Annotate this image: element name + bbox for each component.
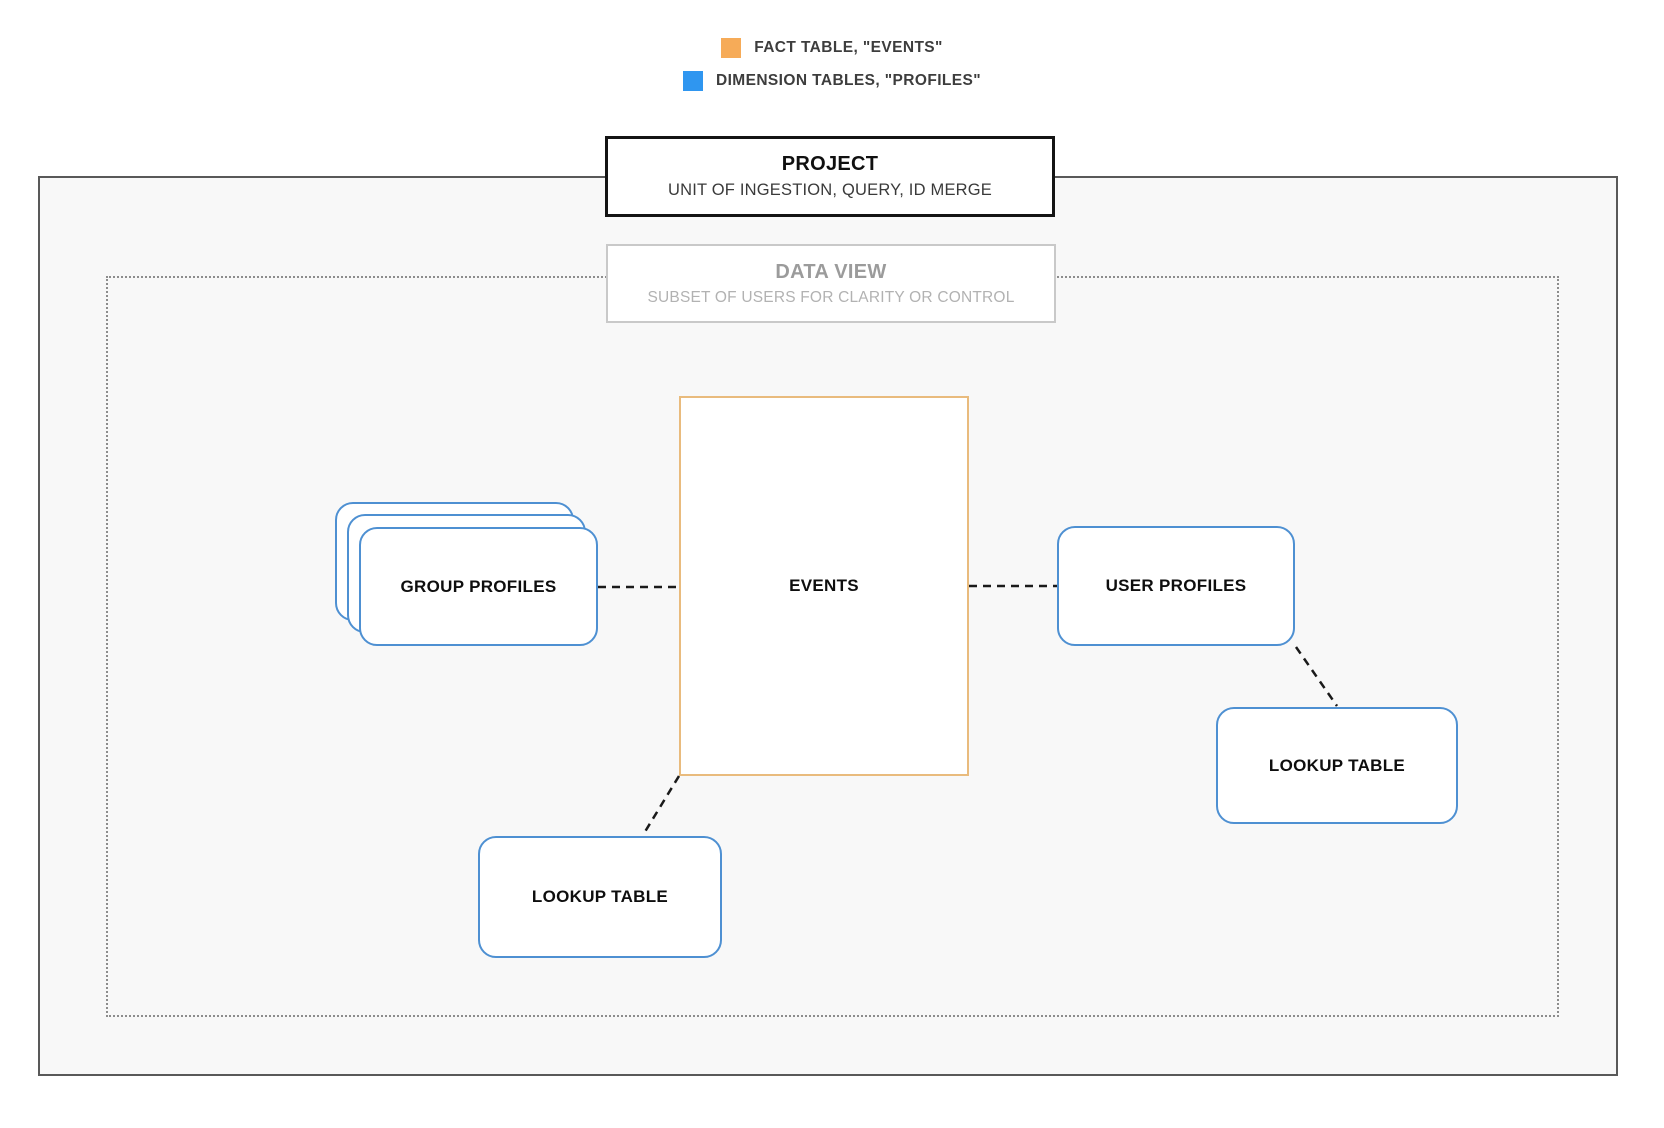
connector-events-lookup-table: [641, 775, 681, 836]
dimension-tables-swatch-icon: [682, 71, 703, 91]
connector-user-profiles-lookup-table: [1294, 646, 1339, 707]
node-events: EVENTS: [679, 396, 969, 776]
node-events-label: EVENTS: [789, 576, 859, 595]
project-title: PROJECT: [781, 153, 879, 175]
node-lookup-table-bottom: LOOKUP TABLE: [478, 836, 722, 958]
node-lookup-table-right-label: LOOKUP TABLE: [1268, 755, 1406, 775]
legend-label-dimension-tables: DIMENSION TABLES, "PROFILES": [715, 72, 981, 89]
node-group-profiles: GROUP PROFILES: [335, 502, 599, 647]
legend: FACT TABLE, "EVENTS" DIMENSION TABLES, "…: [0, 38, 1664, 91]
data-view-subtitle: SUBSET OF USERS FOR CLARITY OR CONTROL: [647, 288, 1015, 306]
node-user-profiles-label: USER PROFILES: [1105, 576, 1247, 595]
data-view-header-box: DATA VIEW SUBSET OF USERS FOR CLARITY OR…: [606, 244, 1056, 323]
node-user-profiles: USER PROFILES: [1057, 526, 1295, 646]
project-header-box: PROJECT UNIT OF INGESTION, QUERY, ID MER…: [605, 136, 1055, 217]
node-lookup-table-bottom-label: LOOKUP TABLE: [531, 887, 669, 906]
project-subtitle: UNIT OF INGESTION, QUERY, ID MERGE: [667, 181, 992, 199]
legend-item-dimension-tables: DIMENSION TABLES, "PROFILES": [682, 71, 981, 91]
legend-label-fact-table: FACT TABLE, "EVENTS": [754, 39, 943, 56]
node-group-profiles-label: GROUP PROFILES: [400, 576, 557, 596]
fact-table-swatch-icon: [721, 38, 742, 58]
group-profiles-card-front: GROUP PROFILES: [359, 527, 598, 646]
data-view-title: DATA VIEW: [775, 260, 887, 283]
legend-item-fact-table: FACT TABLE, "EVENTS": [721, 38, 943, 58]
node-lookup-table-right: LOOKUP TABLE: [1216, 707, 1458, 824]
